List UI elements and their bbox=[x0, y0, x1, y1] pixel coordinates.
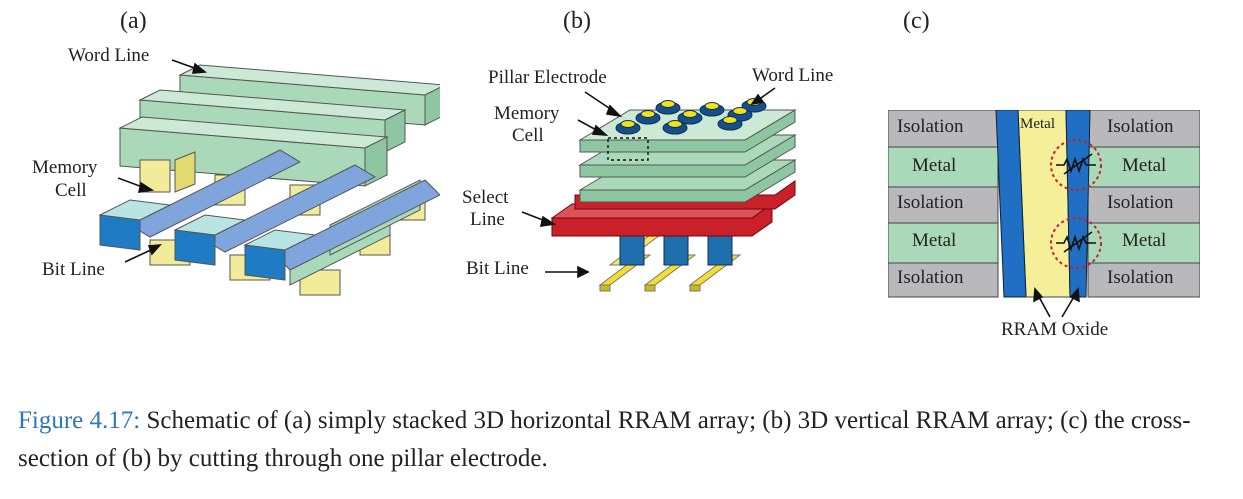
right-layer-1: Isolation bbox=[1107, 116, 1174, 137]
rram-oxide-arrows bbox=[1033, 287, 1080, 318]
panel-c-diagram bbox=[888, 110, 1200, 298]
bit-line-label-b: Bit Line bbox=[466, 258, 529, 279]
rram-oxide-right bbox=[1065, 110, 1091, 298]
center-metal-label: Metal bbox=[1020, 116, 1055, 132]
resistor-switches bbox=[1050, 139, 1102, 269]
bit-line-ends bbox=[98, 199, 317, 281]
left-layer-4: Metal bbox=[912, 230, 957, 251]
right-layers bbox=[1087, 110, 1200, 298]
panel-a-arrows bbox=[117, 59, 208, 263]
word-line-plates bbox=[578, 109, 797, 203]
memory-cell-label-a-1: Memory bbox=[32, 157, 98, 178]
left-layer-3: Isolation bbox=[897, 192, 964, 213]
select-line-label-1: Select bbox=[462, 187, 509, 208]
figure-number: Figure 4.17: bbox=[18, 407, 141, 434]
panel-a-diagram bbox=[98, 59, 440, 296]
caption-text: Schematic of (a) simply stacked 3D horiz… bbox=[18, 407, 1191, 472]
word-line-label-a: Word Line bbox=[68, 45, 150, 66]
panel-b-label: (b) bbox=[563, 8, 591, 34]
bit-lines bbox=[128, 149, 440, 271]
right-layer-5: Isolation bbox=[1107, 267, 1174, 288]
left-layer-5: Isolation bbox=[897, 267, 964, 288]
memory-cell-box bbox=[607, 137, 649, 161]
left-layers bbox=[888, 110, 999, 298]
memory-cell-label-b-1: Memory bbox=[494, 103, 560, 124]
left-layer-2: Metal bbox=[912, 155, 957, 176]
pillar-electrodes bbox=[615, 98, 767, 135]
memory-cell-label-a-2: Cell bbox=[55, 180, 87, 201]
panel-b-diagram bbox=[521, 87, 797, 292]
rram-oxide-left bbox=[995, 110, 1027, 298]
rram-oxide-label: RRAM Oxide bbox=[1001, 319, 1109, 340]
right-layer-4: Metal bbox=[1122, 230, 1167, 251]
right-layer-3: Isolation bbox=[1107, 192, 1174, 213]
center-metal bbox=[1017, 110, 1071, 298]
pillar-electrode-label: Pillar Electrode bbox=[488, 67, 607, 88]
panel-a-label: (a) bbox=[120, 8, 147, 34]
word-line-label-b: Word Line bbox=[752, 65, 834, 86]
bit-line-label-a: Bit Line bbox=[42, 259, 105, 280]
figure-4-17: (a) bbox=[32, 8, 1200, 340]
left-layer-1: Isolation bbox=[897, 116, 964, 137]
right-layer-2: Metal bbox=[1122, 155, 1167, 176]
panel-b-arrows bbox=[521, 87, 776, 279]
word-line-bars bbox=[118, 64, 440, 187]
memory-cell-label-b-2: Cell bbox=[512, 125, 544, 146]
panel-c-label: (c) bbox=[903, 8, 930, 34]
figure-caption: Figure 4.17: Schematic of (a) simply sta… bbox=[18, 402, 1218, 478]
select-line-label-2: Line bbox=[470, 209, 505, 230]
